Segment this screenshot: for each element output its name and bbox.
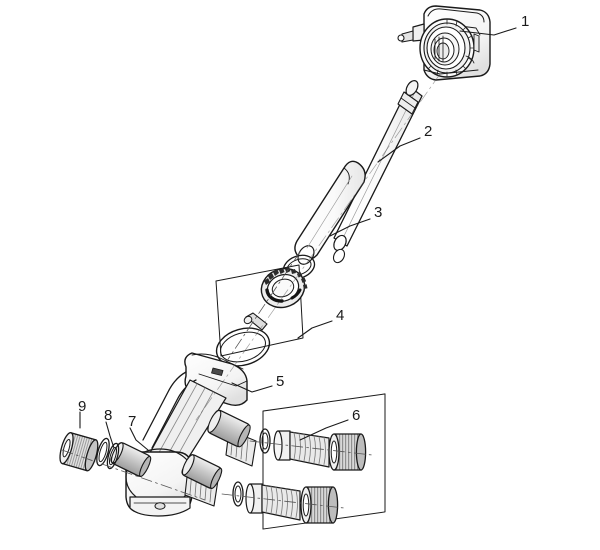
leader-line-4	[297, 320, 333, 339]
leader-line-2	[377, 137, 421, 163]
part-9-knurled-retaining-nut	[59, 432, 99, 472]
leader-line-7	[129, 427, 149, 451]
callout-leader-lines	[79, 27, 517, 451]
callout-number-6: 6	[352, 407, 361, 424]
callout-number-4: 4	[336, 307, 345, 324]
callout-number-8: 8	[104, 407, 113, 424]
leader-line-6	[299, 419, 349, 441]
callout-number-9: 9	[78, 398, 87, 415]
part-5-pump-body-housing	[110, 352, 257, 517]
connector-lower	[221, 481, 345, 524]
part-7-valve-cap	[106, 442, 120, 470]
callout-number-5: 5	[276, 373, 285, 390]
callout-number-7: 7	[128, 413, 137, 430]
part-8-sealing-washer	[96, 437, 110, 467]
callout-number-2: 2	[424, 123, 433, 140]
part-4-seal-kit-assembly	[205, 251, 316, 393]
callout-number-1: 1	[521, 13, 530, 30]
part-6-hose-connector-kit	[221, 393, 386, 530]
leader-line-1	[459, 27, 517, 36]
leader-line-8	[105, 421, 115, 449]
callout-number-3: 3	[374, 204, 383, 221]
part-2-lance-inner-tube	[332, 80, 423, 264]
leader-line-5	[231, 382, 273, 393]
part-1-spray-head-connector	[397, 5, 491, 81]
leader-line-3	[329, 218, 371, 237]
connector-upper	[249, 428, 373, 471]
